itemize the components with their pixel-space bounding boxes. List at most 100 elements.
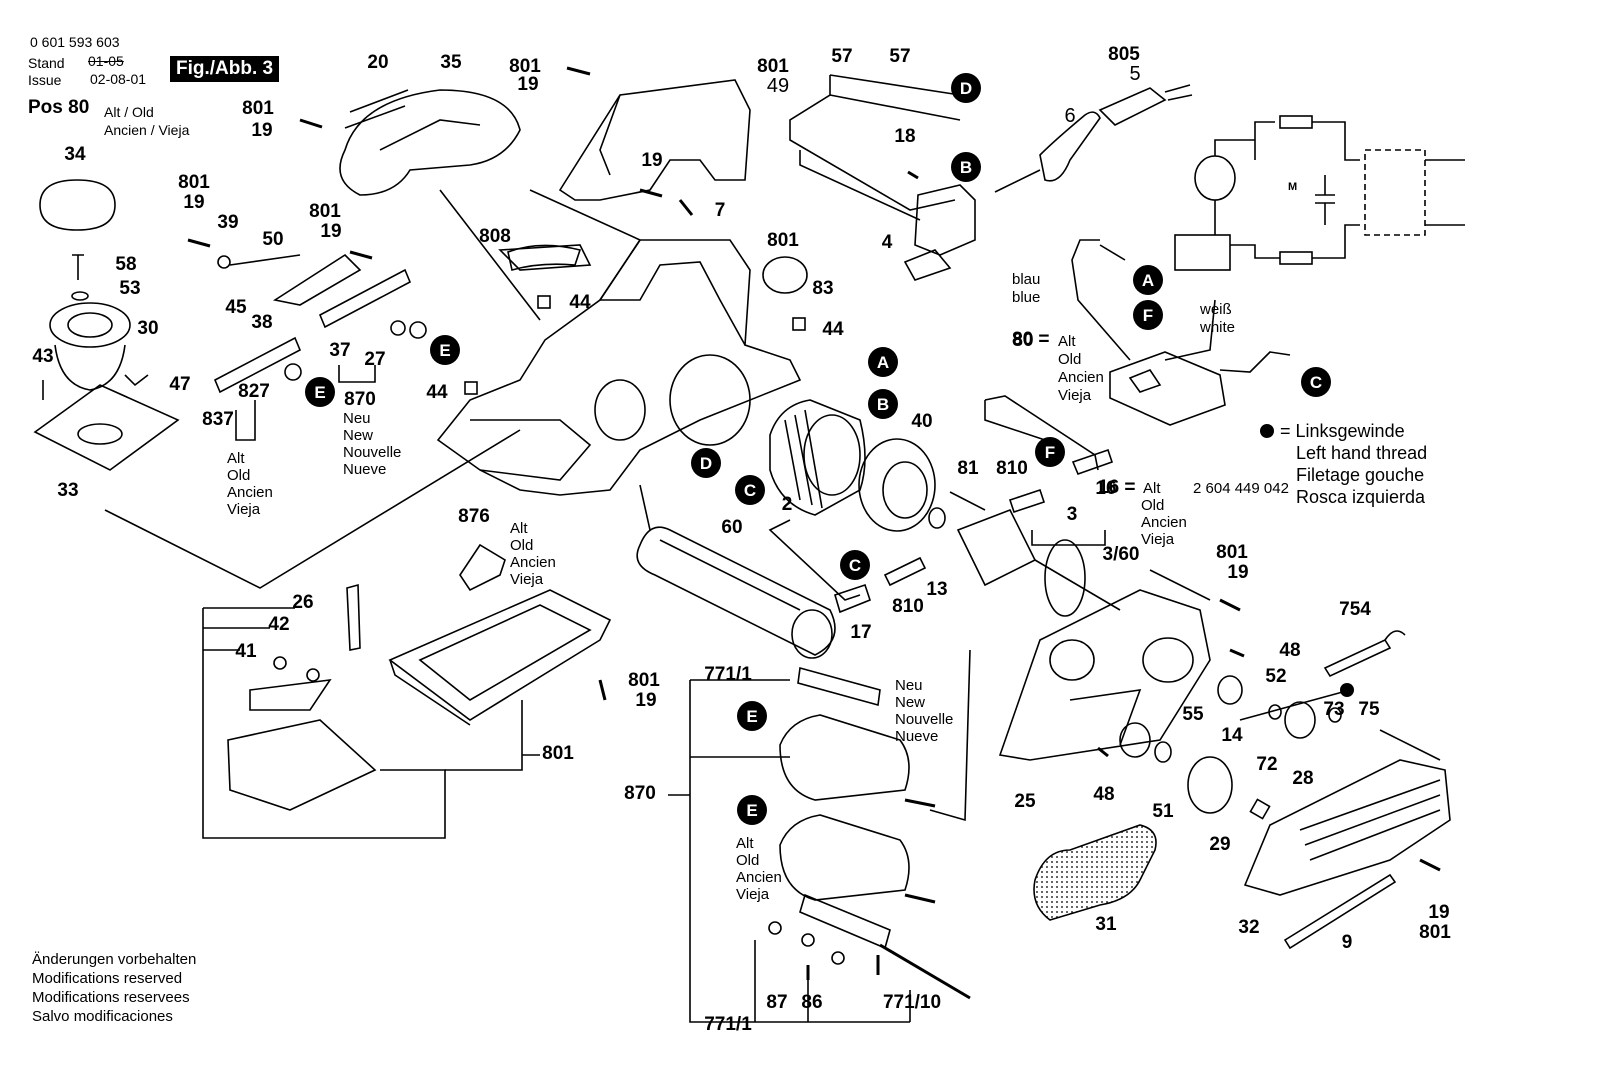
connector-letter: C <box>1310 373 1322 392</box>
part-number: 870 <box>624 783 656 804</box>
wire-label-weiss: weiß <box>1199 301 1232 318</box>
part-number: 9 <box>1342 932 1353 953</box>
part-number: 4 <box>882 232 893 253</box>
connector-letter: F <box>1143 306 1153 325</box>
part-number: 20 <box>367 52 388 73</box>
note-pos16-number: 2 604 449 042 <box>1193 480 1289 497</box>
part-number: 19 <box>635 690 656 711</box>
part-number: 18 <box>894 126 915 147</box>
connector-badge-f <box>1035 437 1065 467</box>
note-pos80: Old <box>1058 351 1081 368</box>
connector-letter: F <box>1045 443 1055 462</box>
part-number: 80 <box>1012 330 1033 351</box>
part-number: 801 <box>1216 542 1248 563</box>
part-number: 3/60 <box>1103 544 1140 565</box>
note-alt-837: Old <box>227 467 250 484</box>
connector-letter: B <box>877 395 889 414</box>
stand-date: 01-05 <box>88 53 124 69</box>
part-number: 81 <box>957 458 979 479</box>
legend-line-de: = Linksgewinde <box>1280 421 1405 441</box>
part-number: 19 <box>251 120 272 141</box>
part-number: 2 <box>782 494 793 515</box>
part-number: 5 <box>1129 63 1140 85</box>
connector-letter: A <box>877 353 889 372</box>
connector-badge-d <box>691 448 721 478</box>
connector-letter: E <box>746 801 757 820</box>
connector-letter: B <box>960 158 972 177</box>
part-number: 51 <box>1152 801 1174 822</box>
note-alt-876: Vieja <box>510 571 544 588</box>
part-number: 19 <box>1227 562 1248 583</box>
part-number: 37 <box>329 340 350 361</box>
legend-line-en: Left hand thread <box>1296 443 1428 463</box>
part-number: 801 <box>757 56 789 77</box>
part-number: 48 <box>1279 640 1300 661</box>
note-alt-876: Alt <box>510 520 528 537</box>
part-number: 75 <box>1358 699 1380 720</box>
part-number: 86 <box>801 992 822 1013</box>
part-number: 44 <box>822 319 844 340</box>
part-number: 28 <box>1292 768 1313 789</box>
part-number: 73 <box>1323 699 1344 720</box>
part-number: 801 <box>242 98 274 119</box>
connector-letter: D <box>960 79 972 98</box>
part-number: 44 <box>569 292 591 313</box>
legend-line-fr: Filetage gouche <box>1296 465 1425 485</box>
connector-badge-c <box>1301 367 1331 397</box>
part-number: 72 <box>1256 754 1277 775</box>
part-number: 16 <box>1095 478 1116 499</box>
part-number: 40 <box>911 411 932 432</box>
connector-badge-f <box>1133 300 1163 330</box>
part-number: 48 <box>1093 784 1114 805</box>
left-thread-dot-icon <box>1260 424 1274 438</box>
note-alt-876: Ancien <box>510 554 556 571</box>
part-number: 19 <box>183 192 204 213</box>
note-neu-870: Nueve <box>343 461 386 478</box>
connector-badge-c <box>735 475 765 505</box>
part-number: 58 <box>115 254 136 275</box>
part-number: 55 <box>1182 704 1204 725</box>
note-pos16-label: 16 = <box>1098 477 1136 498</box>
connector-badge-a <box>1133 265 1163 295</box>
connector-letter: C <box>849 556 861 575</box>
issue-label: Issue <box>28 72 62 88</box>
note-alt-drum: Old <box>736 852 759 869</box>
part-number: 7 <box>715 200 726 221</box>
part-number: 19 <box>641 150 662 171</box>
part-number: 49 <box>767 75 789 97</box>
part-number: 810 <box>892 596 924 617</box>
issue-date: 02-08-01 <box>90 71 147 87</box>
note-neu-771: Nueve <box>895 728 938 745</box>
note-pos80: Ancien <box>1058 369 1104 386</box>
connector-badge-d <box>951 73 981 103</box>
connector-badge-e <box>737 701 767 731</box>
motor-label: M <box>1288 181 1297 193</box>
part-number: 808 <box>479 226 511 247</box>
note-alt-drum: Vieja <box>736 886 770 903</box>
connector-badge-b <box>951 152 981 182</box>
note-pos16: Ancien <box>1141 514 1187 531</box>
note-alt-drum: Alt <box>736 835 754 852</box>
note-neu-771: Neu <box>895 677 923 694</box>
part-number: 801 <box>767 230 799 251</box>
connector-letter: A <box>1142 271 1154 290</box>
part-number: 44 <box>426 382 448 403</box>
part-number: 60 <box>721 517 742 538</box>
stand-label: Stand <box>28 55 65 71</box>
part-number: 801 <box>1419 922 1451 943</box>
note-neu-870: Nouvelle <box>343 444 401 461</box>
pos-ancien-vieja: Ancien / Vieja <box>104 122 190 138</box>
part-number: 57 <box>831 46 852 67</box>
note-pos16: Old <box>1141 497 1164 514</box>
note-pos80: Alt <box>1058 333 1076 350</box>
part-number: 801 <box>309 201 341 222</box>
part-number: 805 <box>1108 44 1140 65</box>
wire-label-blue: blue <box>1012 289 1040 306</box>
part-number: 19 <box>320 221 341 242</box>
note-pos80-label: 80 = <box>1012 329 1050 350</box>
footer-line-es: Salvo modificaciones <box>32 1008 173 1025</box>
note-neu-771: Nouvelle <box>895 711 953 728</box>
part-number: 876 <box>458 506 490 527</box>
part-number: 87 <box>766 992 787 1013</box>
